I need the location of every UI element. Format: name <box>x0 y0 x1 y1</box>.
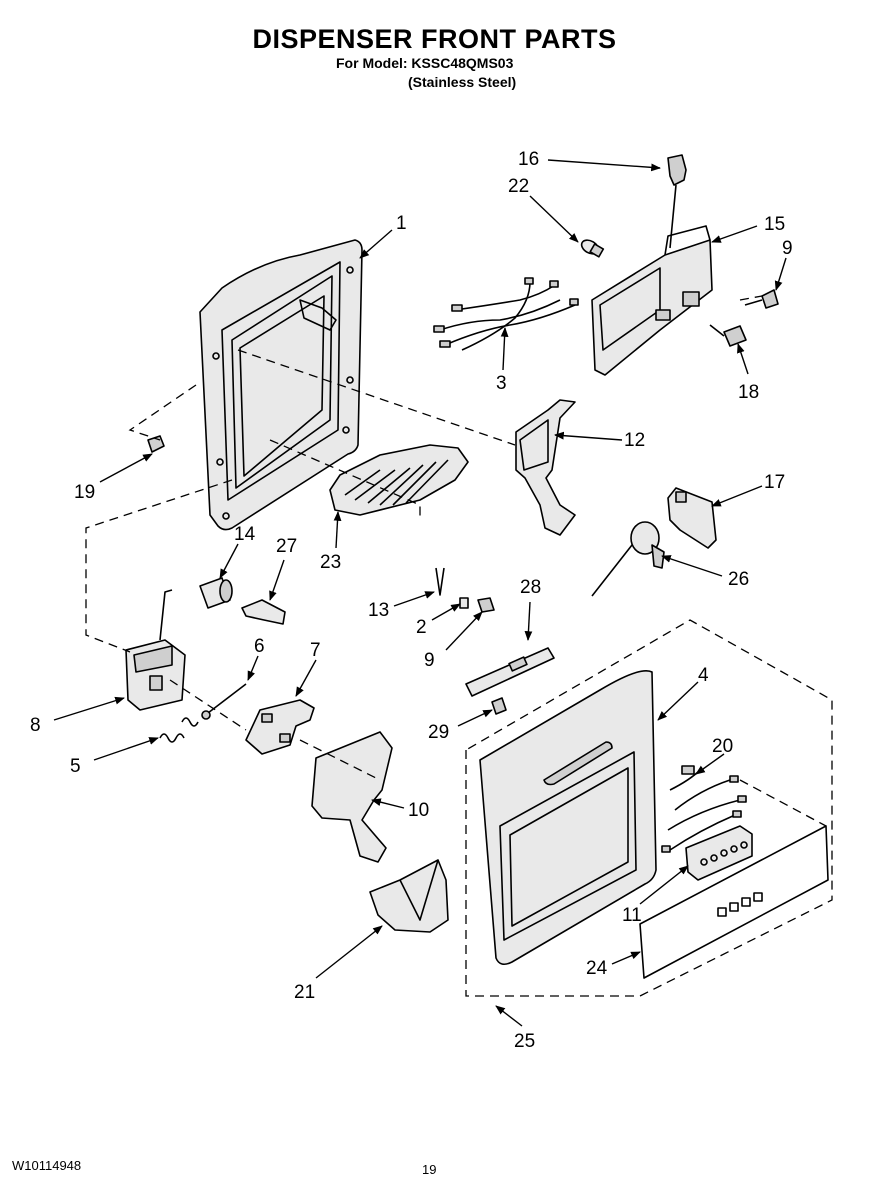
part-28-bar <box>465 647 555 697</box>
part-12-lever <box>515 399 576 536</box>
callout-12: 12 <box>624 430 645 451</box>
callout-19: 19 <box>74 482 95 503</box>
part-22-lamp <box>580 239 605 258</box>
leader-lines <box>53 159 787 1027</box>
callout-28: 28 <box>520 577 541 598</box>
callout-16: 16 <box>518 149 539 170</box>
part-17-bracket <box>667 487 717 549</box>
part-15-bracket <box>591 225 713 376</box>
part-21-drip-tray <box>369 859 449 933</box>
callout-15: 15 <box>764 214 785 235</box>
callout-27: 27 <box>276 536 297 557</box>
model-line: For Model: KSSC48QMS03 <box>336 55 514 71</box>
callout-6: 6 <box>254 636 265 657</box>
part-10-paddle <box>311 731 393 863</box>
part-27-clip <box>241 599 286 625</box>
callout-9b: 9 <box>424 650 435 671</box>
part-26-solenoid <box>591 521 665 597</box>
callout-26: 26 <box>728 569 749 590</box>
callout-4: 4 <box>698 665 709 686</box>
callout-29: 29 <box>428 722 449 743</box>
callout-14: 14 <box>234 524 256 545</box>
callout-18: 18 <box>738 382 759 403</box>
callout-7: 7 <box>310 640 321 661</box>
callout-25: 25 <box>514 1031 535 1052</box>
callout-8: 8 <box>30 715 41 736</box>
part-16-switch <box>667 154 687 249</box>
callout-23: 23 <box>320 552 341 573</box>
callout-11: 11 <box>622 905 642 926</box>
callout-labels: 1 2 3 4 5 6 7 8 9 9 9 10 11 12 13 14 15 … <box>30 149 793 1052</box>
part-5-spring <box>159 717 199 743</box>
callout-1: 1 <box>396 213 407 234</box>
callout-3: 3 <box>496 373 507 394</box>
callout-17: 17 <box>764 472 785 493</box>
part-20-harness <box>661 765 747 853</box>
assembly-lines <box>85 295 833 997</box>
part-4-front-cover <box>479 670 657 966</box>
part-29-screw <box>491 697 507 715</box>
part-23-grille <box>329 444 469 516</box>
variant-line: (Stainless Steel) <box>408 74 517 90</box>
page-title: DISPENSER FRONT PARTS <box>252 24 617 54</box>
callout-13: 13 <box>368 600 389 621</box>
part-24-overlay <box>639 825 829 979</box>
page-number: 19 <box>422 1162 437 1177</box>
document-number: W10114948 <box>12 1158 82 1173</box>
part-8-module <box>125 589 186 711</box>
part-14-motor <box>199 577 233 609</box>
part-2-clip <box>459 597 469 609</box>
callout-2: 2 <box>416 617 427 638</box>
callout-21: 21 <box>294 982 315 1003</box>
callout-24: 24 <box>586 958 608 979</box>
callout-10: 10 <box>408 800 429 821</box>
callout-5: 5 <box>70 756 81 777</box>
part-3-wire-harness <box>433 277 579 351</box>
part-18-connector <box>709 324 747 347</box>
part-9-screw-a <box>744 289 779 309</box>
part-6-pin <box>201 683 247 720</box>
callout-22: 22 <box>508 176 529 197</box>
callout-9a: 9 <box>782 238 793 259</box>
part-9-screw-b <box>477 597 495 613</box>
part-7-actuator <box>245 699 315 755</box>
part-13-spring <box>435 567 445 596</box>
callout-20: 20 <box>712 736 733 757</box>
